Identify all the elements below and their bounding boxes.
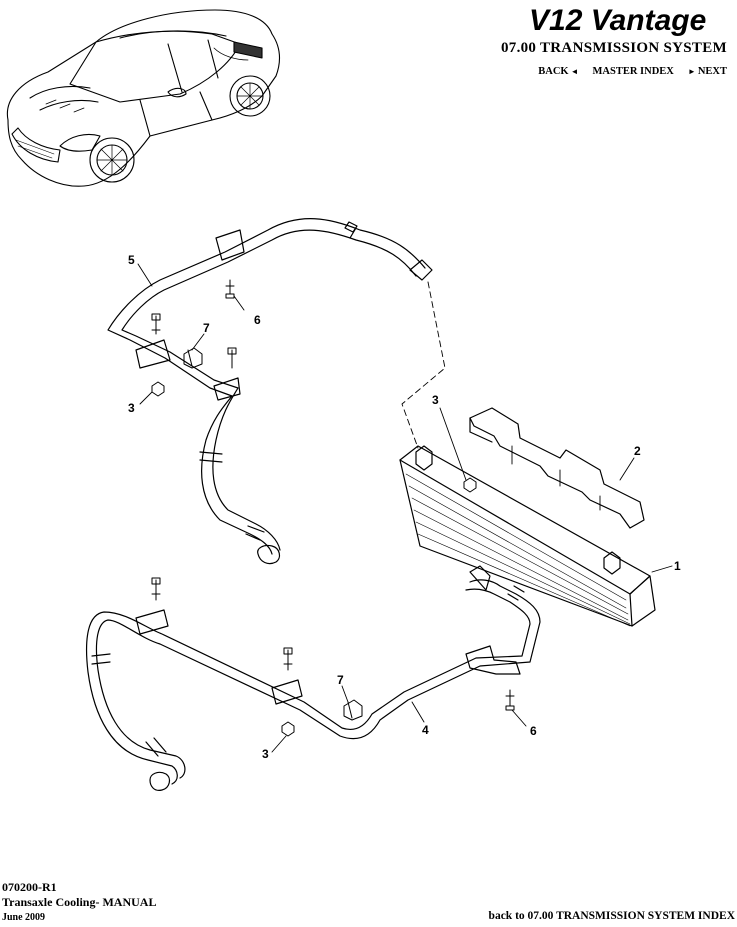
callout-5: 5 — [128, 253, 135, 267]
callout-7-lower: 7 — [337, 673, 344, 687]
stud-shape — [151, 313, 161, 335]
cooler-location-highlight — [233, 41, 263, 59]
back-arrow-icon: ◄ — [568, 67, 579, 76]
next-link[interactable]: ► NEXT — [688, 66, 727, 77]
callout-7-upper: 7 — [203, 321, 210, 335]
part-code: 070200-R1 — [2, 880, 57, 894]
upper-cooler-pipe — [107, 218, 433, 565]
fasteners — [151, 279, 515, 737]
nut-shape — [151, 381, 165, 397]
navigation-bar: BACK ◄ MASTER INDEX ► NEXT — [538, 66, 727, 77]
car-body-outline — [6, 9, 281, 187]
back-link[interactable]: BACK ◄ — [538, 66, 578, 77]
lower-cooler-pipe — [85, 565, 541, 791]
master-index-link[interactable]: MASTER INDEX — [593, 66, 674, 77]
callout-2: 2 — [634, 444, 641, 458]
oil-cooler — [399, 445, 656, 627]
front-wheel-shape — [89, 137, 135, 183]
section-title: 07.00 TRANSMISSION SYSTEM — [500, 40, 727, 56]
callout-6-upper: 6 — [254, 313, 261, 327]
back-to-index-link[interactable]: back to 07.00 TRANSMISSION SYSTEM INDEX — [488, 910, 735, 922]
transaxle-cooling-diagram: 1 2 3 3 3 4 5 6 6 7 7 — [85, 218, 681, 791]
logo-lettering: V12 Vantage — [529, 4, 706, 37]
rear-wheel-shape — [229, 75, 271, 117]
back-label: BACK — [538, 66, 569, 77]
publication-date: June 2009 — [2, 912, 46, 923]
connection-dashed-line — [401, 281, 446, 449]
callouts: 1 2 3 3 3 4 5 6 6 7 7 — [128, 253, 681, 761]
leader-lines — [137, 263, 673, 753]
car-location-illustration — [6, 9, 281, 187]
callout-3-upper: 3 — [128, 401, 135, 415]
bolt-lower-shape — [505, 689, 515, 711]
callout-3-lower: 3 — [262, 747, 269, 761]
callout-3-cooler: 3 — [432, 393, 439, 407]
clip-shape — [183, 347, 203, 369]
callout-6-lower: 6 — [530, 724, 537, 738]
next-arrow-icon: ► — [687, 67, 698, 76]
next-label: NEXT — [697, 66, 727, 77]
callout-1: 1 — [674, 559, 681, 573]
v12-vantage-logo: V12 Vantage — [529, 4, 706, 37]
cooler-mounting-bracket — [469, 407, 645, 529]
bolt-upper-shape — [225, 279, 235, 299]
diagram-title: Transaxle Cooling- MANUAL — [2, 895, 157, 909]
master-index-label: MASTER INDEX — [592, 66, 674, 77]
callout-4: 4 — [422, 723, 429, 737]
